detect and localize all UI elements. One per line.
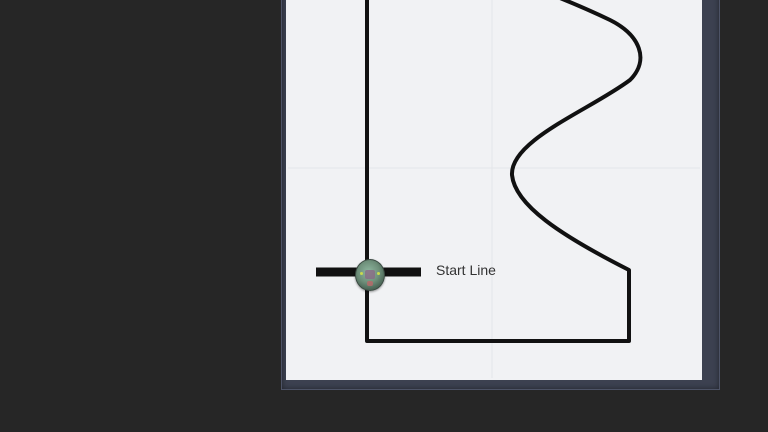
board-surface	[286, 0, 702, 380]
robot-chip	[365, 270, 375, 279]
start-line-label: Start Line	[436, 262, 496, 278]
robot-led-right	[377, 272, 380, 275]
robot-sensor	[367, 281, 373, 286]
track-path	[365, 0, 643, 343]
robot-led-left	[360, 272, 363, 275]
line-follower-robot-icon[interactable]	[355, 259, 385, 291]
